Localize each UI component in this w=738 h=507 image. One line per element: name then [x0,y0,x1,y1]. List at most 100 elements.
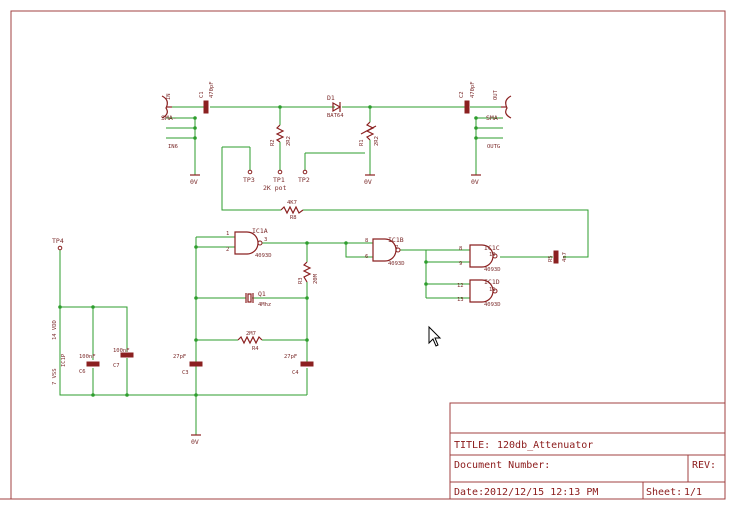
svg-text:6: 6 [365,254,368,260]
nand-gate-ic1a: IC1A 4093D 1 2 3 [226,227,272,259]
svg-text:7: 7 [395,245,398,251]
svg-text:11: 11 [489,287,496,293]
resistor-r8: 4K7 R8 [280,200,304,221]
svg-text:2: 2 [226,247,229,253]
svg-text:4Mhz: 4Mhz [258,302,271,308]
svg-text:1: 1 [226,231,229,237]
svg-text:8: 8 [365,238,368,244]
diode-d1: D1 BAT64 [327,94,344,119]
title-label: TITLE: [454,440,490,451]
svg-text:IC1A: IC1A [252,227,268,235]
svg-text:27pF: 27pF [173,354,186,360]
svg-text:C7: C7 [113,363,120,369]
svg-text:4093D: 4093D [484,267,501,273]
svg-text:4093D: 4093D [388,261,405,267]
svg-text:R5: R5 [548,255,554,262]
svg-text:OUT: OUT [493,89,499,100]
svg-text:100nF: 100nF [79,354,96,360]
svg-text:9: 9 [459,261,462,267]
svg-text:SMA-: SMA- [486,114,502,122]
svg-text:R4: R4 [252,346,259,352]
svg-text:13: 13 [457,297,464,303]
document-number-label: Document Number: [454,460,550,471]
capacitor-c6: 100nF C6 [79,354,100,375]
capacitor-c2: C2 470pF [459,81,476,114]
nand-gate-ic1c: IC1C 4093D 8 9 10 [459,244,501,273]
resistor-r5: R5 4n7 [548,250,568,264]
ic-power-pins: 14 VDD IC1P 7 VSS [52,320,67,385]
svg-text:C3: C3 [182,370,189,376]
wires-oscillator [59,236,553,435]
svg-text:R3: R3 [298,277,304,284]
svg-text:27pF: 27pF [284,354,297,360]
svg-text:TP3: TP3 [243,176,255,184]
svg-text:TP1: TP1 [273,176,285,184]
svg-text:4093D: 4093D [255,253,272,259]
svg-text:C1: C1 [199,91,205,98]
sheet-value: 1/1 [684,487,702,498]
sma-in-pin: IN6 [168,144,178,150]
resistor-r4: 2M7 R4 [237,331,263,352]
svg-text:14 VDD: 14 VDD [52,320,58,340]
test-point-tp1: TP1 2K pot [263,169,287,192]
date-value: 2012/12/15 12:13 PM [484,487,598,498]
capacitor-c4: 27pF C4 [284,354,314,376]
wires-top [166,106,589,258]
ground-symbols-top: 0V 0V 0V [190,174,481,186]
svg-text:0V: 0V [364,178,372,186]
svg-text:R1: R1 [359,139,365,146]
title-value: 120db_Attenuator [497,440,593,451]
svg-text:2R2: 2R2 [374,136,380,146]
svg-text:IC1B: IC1B [388,236,404,244]
sheet-label: Sheet: [646,487,682,498]
sma-input-connector: IN SMA- IN6 [161,93,178,150]
sheet-frame [10,10,726,500]
test-point-tp2: TP2 [298,169,310,184]
resistor-r2: R2 2R2 [270,124,292,146]
svg-text:0V: 0V [190,178,198,186]
svg-text:4K7: 4K7 [287,200,297,206]
mouse-cursor [428,325,442,347]
svg-text:10: 10 [489,252,496,258]
svg-text:4n7: 4n7 [562,252,568,262]
svg-text:TP4: TP4 [52,237,64,245]
svg-text:12: 12 [457,283,464,289]
svg-text:7 VSS: 7 VSS [52,368,58,385]
svg-text:0V: 0V [191,438,199,446]
svg-text:IN: IN [166,93,172,100]
svg-text:470pF: 470pF [209,81,215,98]
test-point-tp4: TP4 [52,237,64,251]
svg-text:R8: R8 [290,215,297,221]
svg-text:IC1P: IC1P [61,353,67,367]
title-block: TITLE: 120db_Attenuator Document Number:… [449,402,726,500]
capacitor-c7: 100nF C7 [113,348,134,369]
svg-text:20M: 20M [313,273,319,284]
svg-text:4093D: 4093D [484,302,501,308]
svg-text:Q1: Q1 [258,290,266,298]
svg-text:TP2: TP2 [298,176,310,184]
svg-text:100nF: 100nF [113,348,130,354]
svg-text:IC1D: IC1D [484,278,500,286]
svg-text:8: 8 [459,246,462,252]
resistor-r1: R1 2R2 [359,121,380,146]
svg-text:IC1C: IC1C [484,244,500,252]
svg-text:OUTG: OUTG [487,144,500,150]
resistor-r3: R3 20M [298,261,319,284]
junctions-oscillator [58,241,428,397]
nand-gate-ic1b: IC1B 4093D 8 6 7 [365,236,405,267]
svg-text:C4: C4 [292,370,299,376]
svg-text:0V: 0V [471,178,479,186]
svg-text:3: 3 [264,237,267,243]
crystal-q1: Q1 4Mhz [245,290,271,308]
svg-text:470pF: 470pF [470,81,476,98]
svg-text:C6: C6 [79,369,86,375]
rev-label: REV: [692,460,716,471]
sma-in-name: SMA- [161,114,177,122]
capacitor-c3: 27pF C3 [173,354,203,376]
sma-output-connector: OUT SMA- OUTG [486,89,512,150]
svg-text:D1: D1 [327,94,335,102]
nand-gate-ic1d: IC1D 4093D 12 13 11 [457,278,501,308]
svg-text:R2: R2 [270,139,276,146]
pot-note: 2K pot [263,184,287,192]
